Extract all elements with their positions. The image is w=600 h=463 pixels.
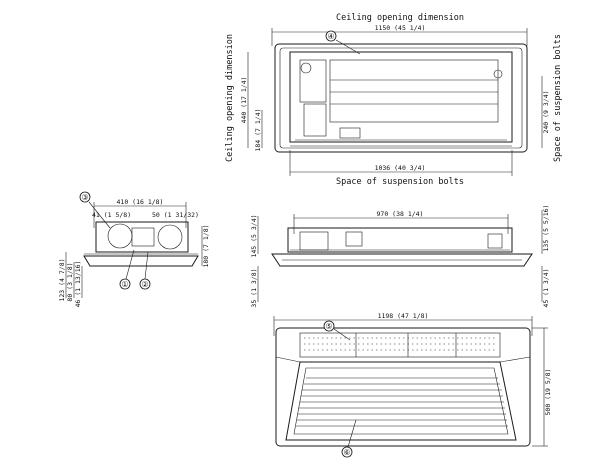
ceiling-opening-label-top: Ceiling opening dimension <box>336 13 464 23</box>
dim-41: 41 (1 5/8) <box>92 211 131 219</box>
callout-3: ③ <box>81 193 88 202</box>
callout-4: ④ <box>327 32 334 41</box>
callout-2: ② <box>141 280 148 289</box>
front-view: 970 (38 1/4) 145 (5 3/4) 35 (1 3/8) 135 … <box>250 205 550 308</box>
dim-440: 440 (17 1/4) <box>240 77 248 124</box>
dim-135: 135 (5 5/16) <box>542 205 550 252</box>
dim-80: 80 (3 1/8) <box>66 262 74 301</box>
callout-5: ⑤ <box>325 322 332 331</box>
dim-184: 184 (7 1/4) <box>254 108 262 151</box>
dim-1198: 1198 (47 1/8) <box>378 312 429 320</box>
dim-45: 45 (1 3/4) <box>542 268 550 307</box>
dim-123: 123 (4 7/8) <box>58 258 66 301</box>
top-view: Ceiling opening dimension 1150 (45 1/4) … <box>225 13 563 187</box>
ceiling-opening-label-side: Ceiling opening dimension <box>225 34 235 162</box>
callout-6: ⑥ <box>343 448 350 457</box>
dim-410: 410 (16 1/8) <box>117 198 164 206</box>
dim-500: 500 (19 5/8) <box>544 369 552 416</box>
dim-1150: 1150 (45 1/4) <box>375 24 426 32</box>
dim-970: 970 (38 1/4) <box>377 210 424 218</box>
dim-180: 180 (7 1/8) <box>202 224 210 267</box>
dim-145: 145 (5 3/4) <box>250 214 258 257</box>
dim-46: 46 (1 13/16) <box>74 261 82 308</box>
space-bolts-label-bottom: Space of suspension bolts <box>336 177 464 187</box>
dim-1036: 1036 (40 3/4) <box>375 164 426 172</box>
side-view: 410 (16 1/8) 41 (1 5/8) 50 (1 31/32) 123… <box>58 191 210 308</box>
dim-35: 35 (1 3/8) <box>250 268 258 307</box>
dim-240: 240 (9 3/4) <box>542 90 550 133</box>
callout-1: ① <box>121 280 128 289</box>
dim-50: 50 (1 31/32) <box>152 211 199 219</box>
intake-dots <box>304 337 496 351</box>
bottom-view: 1198 (47 1/8) 500 (1 <box>273 312 552 458</box>
space-bolts-label-side: Space of suspension bolts <box>553 34 563 162</box>
outlet-louvers <box>296 377 508 427</box>
